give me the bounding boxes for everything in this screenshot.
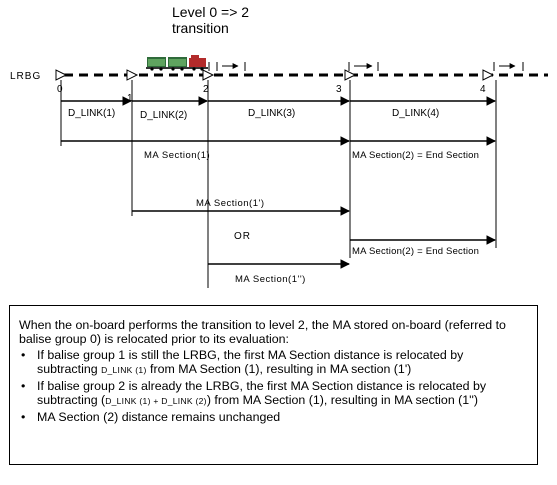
note-list: • If balise group 1 is still the LRBG, t…	[19, 348, 527, 424]
ma-section2-label: MA Section(2) = End Section	[352, 150, 479, 161]
note-bullet-1-dlink: D_LINK (1)	[101, 365, 147, 375]
transition-title-line2: transition	[172, 20, 229, 36]
note-bullet-1-post: from MA Section (1), resulting in MA sec…	[146, 362, 412, 376]
bullet-icon: •	[21, 410, 26, 424]
dlink-2-label: D_LINK(2)	[140, 110, 187, 121]
bullet-icon: •	[21, 348, 26, 362]
balise-0-icon	[55, 69, 68, 81]
balise-1-icon	[126, 69, 139, 81]
balise-number-2: 2	[203, 84, 209, 95]
balise-4-icon	[482, 69, 495, 81]
linking-window-2	[208, 62, 246, 71]
lrbg-label: LRBG	[10, 71, 41, 82]
balise-3-icon	[344, 69, 357, 81]
or-label: OR	[234, 231, 251, 242]
balise-number-4: 4	[480, 84, 486, 95]
ma-section1-dprime-label: MA Section(1'')	[235, 274, 306, 285]
note-bullet-1-pre: If balise group 1 is still the LRBG, the…	[37, 348, 464, 376]
note-bullet-2: • If balise group 2 is already the LRBG,…	[19, 379, 527, 408]
bullet-icon: •	[21, 379, 26, 393]
dlink-4-label: D_LINK(4)	[392, 108, 439, 119]
transition-title-line1: Level 0 => 2	[172, 4, 249, 20]
note-bullet-2-pre: If balise group 2 is already the LRBG, t…	[37, 379, 487, 407]
note-bullet-2-post: ) from MA Section (1), resulting in MA s…	[206, 393, 479, 407]
balise-number-3: 3	[336, 84, 342, 95]
note-bullet-1: • If balise group 1 is still the LRBG, t…	[19, 348, 527, 377]
note-bullet-2-dlink: D_LINK (1) + D_LINK (2)	[105, 396, 207, 406]
explanation-note: When the on-board performs the transitio…	[9, 305, 538, 465]
note-intro: When the on-board performs the transitio…	[19, 318, 506, 346]
balise-number-0: 0	[57, 84, 63, 95]
note-bullet-3-text: MA Section (2) distance remains unchange…	[37, 410, 281, 424]
balise-2-icon	[202, 69, 215, 81]
dlink-1-label: D_LINK(1)	[68, 108, 115, 119]
linking-window-3	[348, 62, 379, 71]
ma-relocation-diagram: Level 0 => 2 transition LRBG 0 1 2 3 4	[10, 4, 548, 288]
linking-window-4	[493, 62, 524, 71]
dlink-3-label: D_LINK(3)	[248, 108, 295, 119]
ma-section1-prime-label: MA Section(1')	[196, 198, 264, 209]
ma-section1-label: MA Section(1)	[144, 150, 210, 161]
note-bullet-3: • MA Section (2) distance remains unchan…	[19, 410, 527, 424]
ma-section2-b-label: MA Section(2) = End Section	[352, 246, 479, 257]
train-icon	[146, 55, 208, 71]
